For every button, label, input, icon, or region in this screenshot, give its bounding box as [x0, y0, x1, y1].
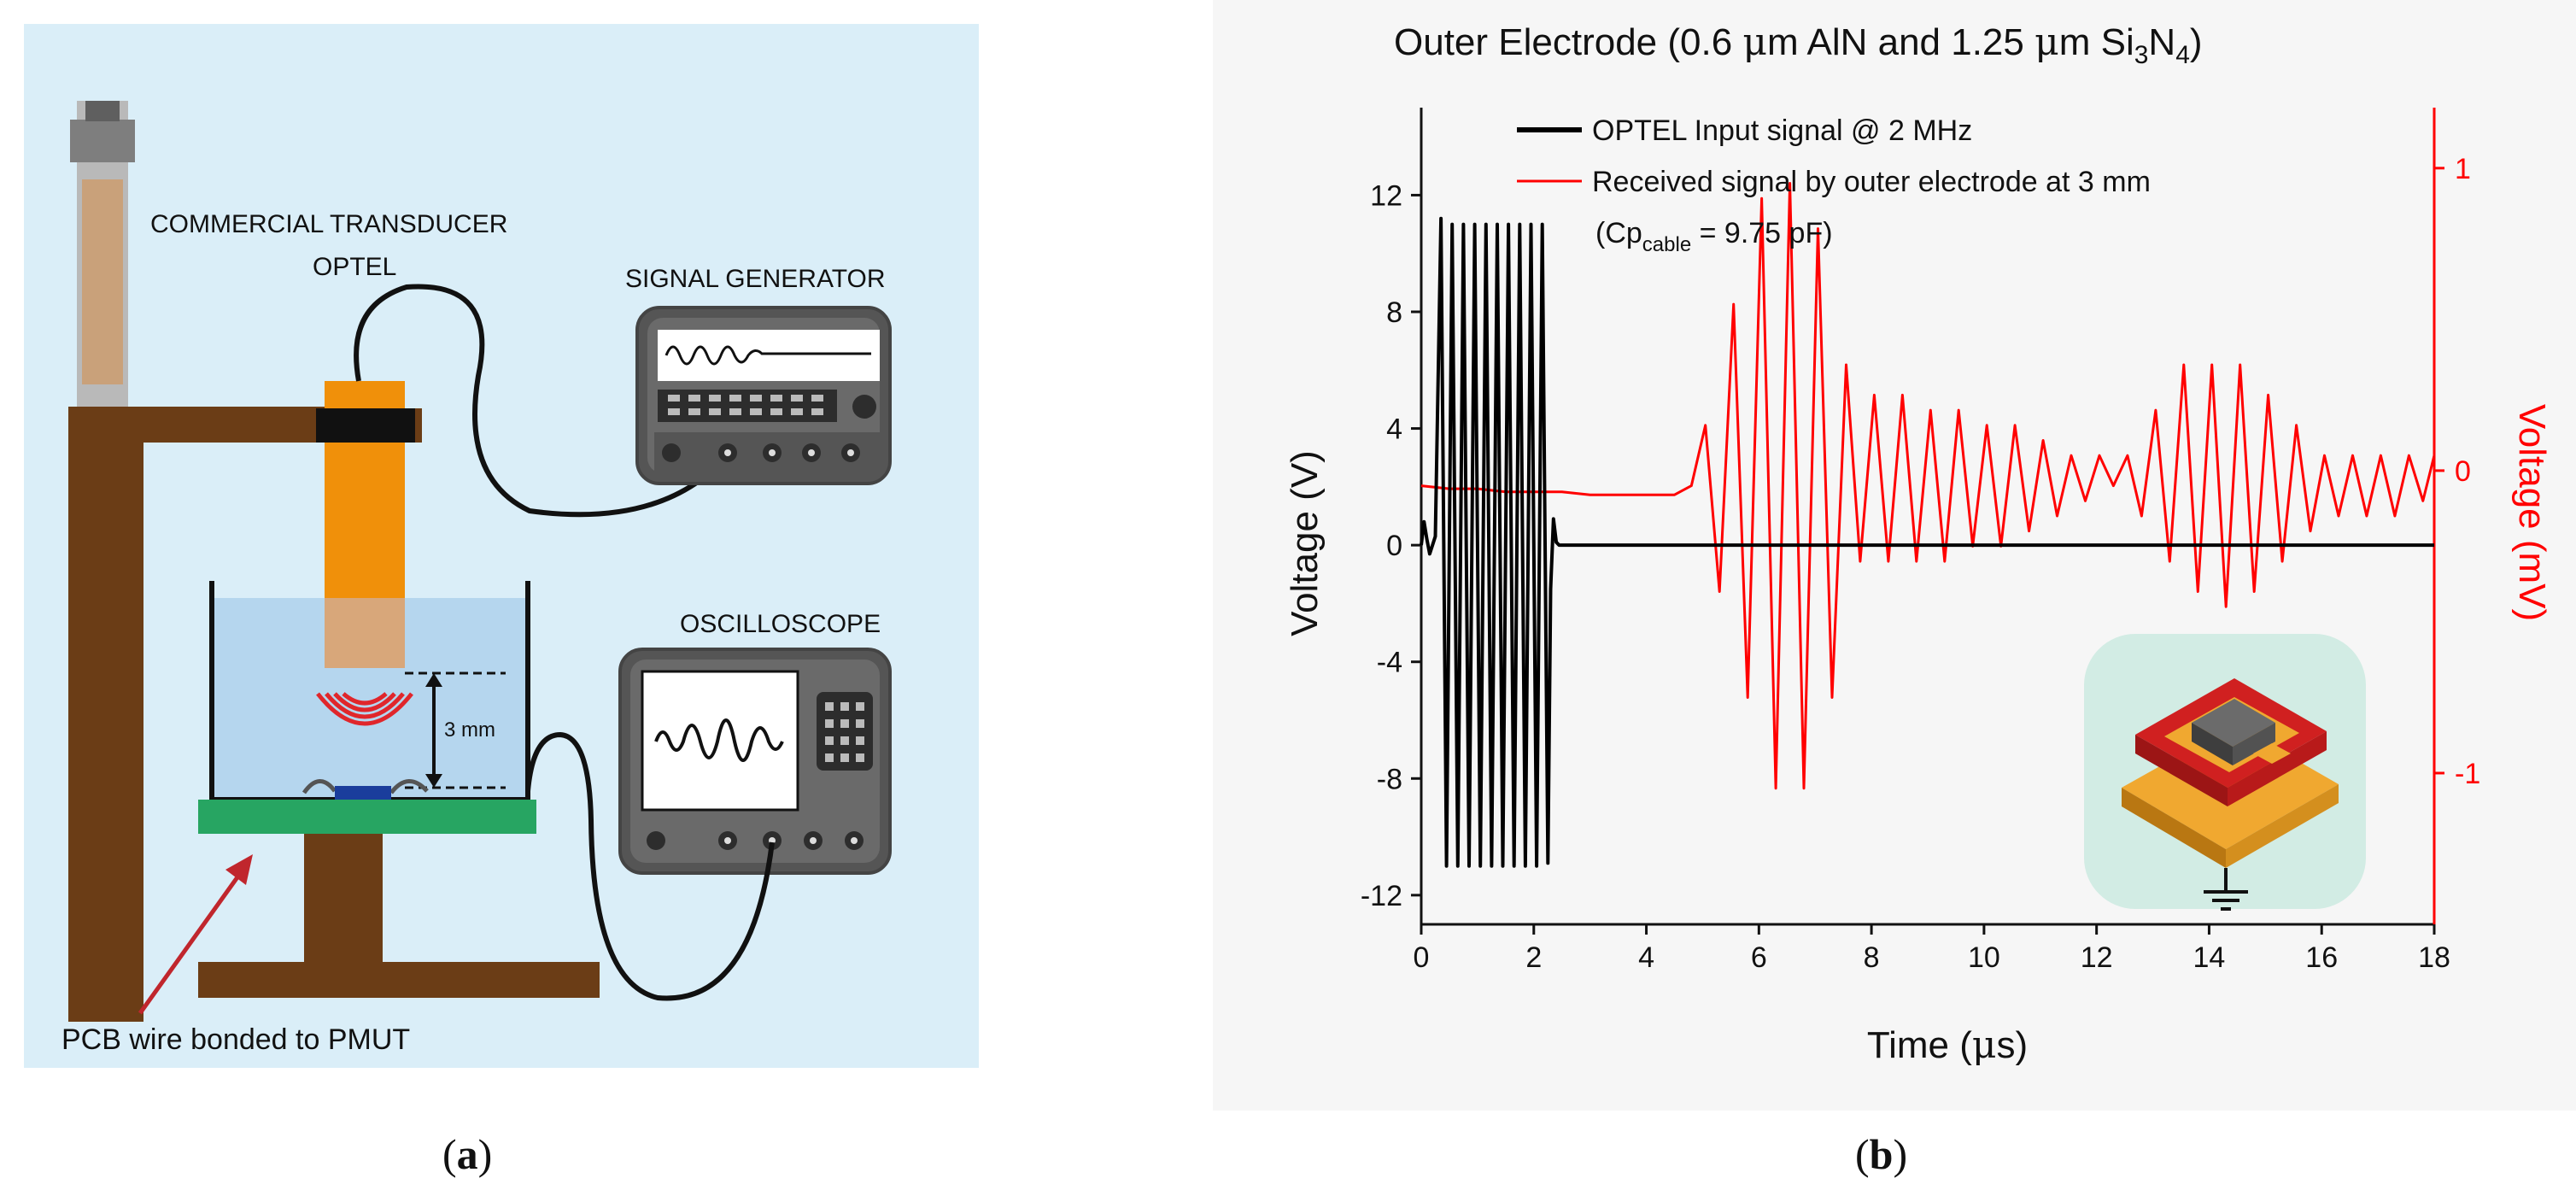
oscilloscope-keypad: [825, 702, 864, 762]
pcb-board: [198, 800, 536, 834]
transducer-clamp: [313, 408, 419, 443]
panel-a-caption: (a): [442, 1130, 493, 1178]
legend: OPTEL Input signal @ 2 MHz Received sign…: [1517, 114, 2151, 256]
oscilloscope: [618, 648, 892, 875]
ultrasound-waves: [316, 692, 413, 726]
series-input-signal-line: [1420, 216, 2434, 868]
cable-transducer-generator: [354, 284, 734, 518]
y-left-tick-label: -12: [1361, 880, 1402, 912]
wire-bond-left: [302, 779, 337, 794]
oscilloscope-ports: [647, 831, 864, 850]
y-left-tick-label: 8: [1386, 296, 1402, 329]
cable-pcb-oscilloscope: [525, 731, 775, 1001]
x-tick-label: 0: [1414, 941, 1430, 974]
y-right-tick-label: -1: [2455, 758, 2480, 790]
oscilloscope-label: OSCILLOSCOPE: [680, 610, 881, 638]
x-tick-label: 18: [2418, 941, 2450, 974]
x-tick-label: 12: [2081, 941, 2113, 974]
commercial-transducer-label: COMMERCIAL TRANSDUCER: [150, 210, 507, 238]
pedestal: [304, 834, 383, 962]
y-left-tick-label: -8: [1377, 763, 1402, 795]
x-axis-label: Time (μs): [1867, 1023, 2028, 1067]
pmut-device-icon: [2122, 678, 2339, 911]
optel-label: OPTEL: [313, 253, 396, 281]
wire-bond-right: [389, 779, 429, 794]
setup-schematic: 3 mm: [24, 24, 979, 1068]
y-left-tick-label: 0: [1386, 530, 1402, 562]
pcb-label: PCB wire bonded to PMUT: [61, 1023, 410, 1056]
pcb-pointer-arrowhead: [225, 854, 253, 885]
series-received-signal-line: [1420, 182, 2436, 790]
x-tick-label: 4: [1638, 941, 1654, 974]
electrode-inset: [2084, 634, 2366, 911]
y-left-tick-label: 4: [1386, 413, 1402, 446]
y-axis-left-label: Voltage (V): [1284, 450, 1326, 636]
distance-label: 3 mm: [444, 718, 495, 742]
micrometer-icon: [70, 101, 135, 408]
base-plate: [198, 962, 600, 998]
generator-keypad: [668, 395, 823, 415]
y-axis-right-label: Voltage (mV): [2511, 404, 2553, 621]
x-tick-label: 16: [2305, 941, 2338, 974]
x-tick-label: 10: [1968, 941, 2000, 974]
chart-title: Outer Electrode (0.6 μm AlN and 1.25 μm …: [1394, 21, 2203, 69]
panel-b-caption: (b): [1855, 1130, 1908, 1178]
y-right-tick-label: 1: [2455, 153, 2471, 185]
y-left-tick-label: 12: [1370, 179, 1402, 212]
x-tick-label: 8: [1864, 941, 1880, 974]
stand-arm: [68, 407, 325, 443]
x-tick-label: 6: [1751, 941, 1767, 974]
y-right-tick-label: 0: [2455, 455, 2471, 488]
x-tick-label: 2: [1525, 941, 1542, 974]
legend-label-input: OPTEL Input signal @ 2 MHz: [1592, 114, 1972, 147]
dimension-arrowhead-top: [425, 673, 442, 687]
generator-ports: [662, 443, 860, 462]
generator-screen: [658, 330, 880, 381]
transducer-submerged: [325, 598, 405, 668]
signal-generator-label: SIGNAL GENERATOR: [625, 265, 886, 293]
pmut-chip: [335, 786, 391, 800]
legend-label-received: Received signal by outer electrode at 3 …: [1592, 166, 2151, 198]
dimension-arrowhead-bottom: [425, 774, 442, 788]
stand-post: [68, 407, 143, 1022]
clamp-edge-right: [415, 408, 422, 443]
signal-generator: [635, 306, 892, 485]
legend-note-capacitance: (Cpcable = 9.75 pF): [1595, 217, 1833, 256]
clamp-edge-left: [309, 408, 316, 443]
schematic-background: [24, 24, 979, 1068]
generator-knob: [852, 395, 876, 419]
signal-chart: Outer Electrode (0.6 μm AlN and 1.25 μm …: [1213, 0, 2576, 1111]
y-left-tick-label: -4: [1377, 647, 1402, 679]
x-tick-label: 14: [2193, 941, 2226, 974]
oscilloscope-waveform: [654, 718, 784, 762]
oscilloscope-screen: [641, 670, 799, 812]
generator-waveform: [664, 345, 871, 366]
pcb-pointer-arrow: [138, 873, 242, 1015]
